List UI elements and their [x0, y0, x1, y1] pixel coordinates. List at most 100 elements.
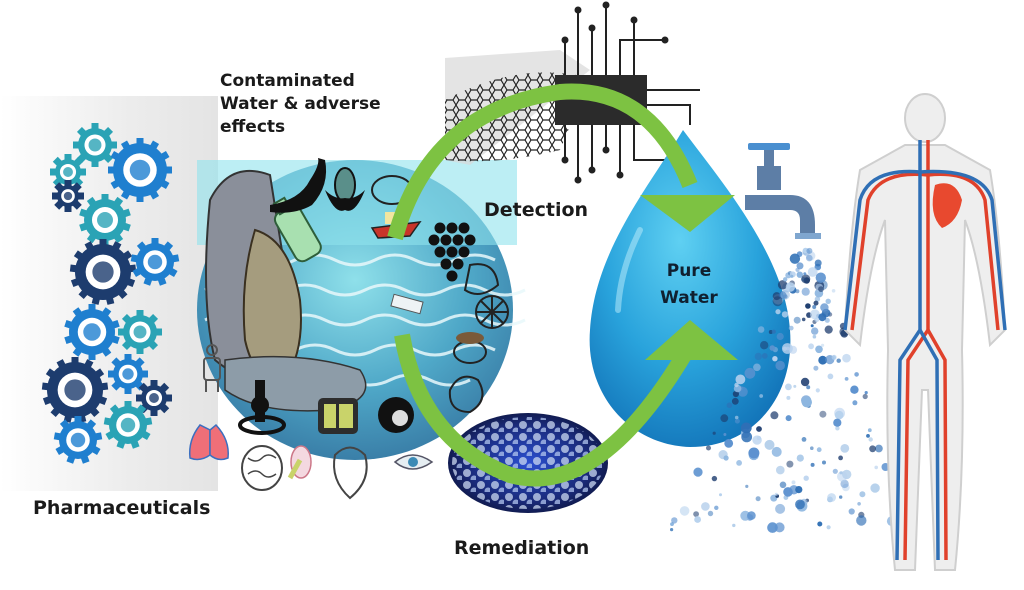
molecule-dot: [831, 289, 836, 293]
molecule-dot: [810, 324, 814, 328]
gear-icon: [41, 357, 109, 423]
molecule-dot: [796, 262, 804, 270]
molecule-dot: [805, 303, 811, 309]
gear-icon: [103, 401, 153, 449]
molecule-dot: [788, 345, 798, 354]
molecule-dot: [822, 460, 826, 465]
molecule-dot: [764, 439, 775, 450]
molecule-dot: [707, 510, 714, 517]
grape-dot: [446, 246, 458, 258]
chart-board-icon: [318, 398, 358, 434]
molecule-dot: [786, 395, 791, 400]
molecule-dot: [806, 254, 813, 262]
brain-icon: [241, 445, 283, 491]
chili-icon: [270, 158, 327, 213]
molecule-dot: [862, 393, 868, 400]
molecule-dot: [771, 446, 782, 457]
molecule-dot: [795, 486, 803, 494]
chip-pin-end: [602, 146, 610, 154]
molecule-dot: [748, 447, 760, 459]
molecule-dot: [821, 343, 825, 347]
molecule-dot: [726, 402, 733, 409]
corn-icon: [325, 167, 365, 211]
molecule-dot: [775, 503, 786, 514]
molecule-dot: [772, 356, 778, 362]
molecule-dot: [875, 444, 883, 453]
gear-icon: [50, 154, 86, 190]
molecule-dot: [807, 267, 818, 277]
molecule-dot: [827, 373, 834, 380]
pure-water-line-1: Pure: [666, 261, 712, 281]
molecule-dot: [732, 523, 736, 528]
molecule-dot: [803, 475, 809, 481]
molecule-dot: [770, 411, 779, 420]
molecule-dot: [781, 311, 789, 318]
molecule-dot: [852, 400, 858, 406]
pure-water-label: Pure Water: [650, 258, 728, 312]
molecule-dot: [809, 309, 820, 320]
molecule-dot: [812, 334, 817, 339]
grapes-icon: [428, 222, 476, 282]
molecule-dot: [771, 329, 776, 334]
molecule-dot: [803, 272, 807, 276]
molecule-dot: [671, 517, 678, 524]
gear-icon: [73, 123, 117, 167]
molecule-dot: [723, 433, 727, 436]
molecule-dot: [808, 343, 814, 350]
molecule-dot: [818, 313, 827, 322]
molecule-dot: [693, 467, 703, 477]
molecule-dot: [812, 305, 817, 309]
chip-pin-end: [561, 156, 569, 164]
molecule-dot: [706, 445, 711, 451]
molecule-dot: [785, 383, 792, 391]
molecule-dot: [775, 360, 785, 371]
molecule-dot: [720, 414, 729, 423]
grape-dot: [452, 234, 464, 246]
grape-dot: [428, 234, 440, 246]
molecule-dot: [789, 253, 801, 264]
cycle-arrows: [387, 83, 738, 487]
molecule-dot: [734, 415, 739, 420]
gear-icon: [108, 354, 148, 394]
molecule-dot: [856, 515, 867, 526]
molecule-dot: [816, 447, 822, 453]
contaminated-line-3: effects: [220, 117, 286, 137]
microscope-icon: [238, 380, 286, 435]
pharmaceuticals-label: Pharmaceuticals: [33, 497, 211, 519]
molecule-dot: [814, 259, 822, 267]
molecule-dot: [814, 317, 820, 323]
molecule-dot: [836, 358, 841, 363]
gear-icon: [118, 310, 162, 354]
gear-icon: [79, 194, 131, 246]
molecule-dot: [840, 444, 850, 453]
molecule-dot: [818, 355, 828, 365]
molecule-dot: [801, 274, 811, 284]
molecule-dot: [801, 397, 812, 408]
molecule-dot: [819, 410, 827, 418]
molecule-dot: [760, 341, 769, 350]
chip-pin-end: [616, 171, 624, 179]
molecule-dot: [810, 462, 815, 467]
molecule-dot: [719, 493, 722, 497]
molecule-dot: [827, 493, 836, 502]
molecule-dot: [785, 282, 796, 292]
grape-dot: [434, 246, 446, 258]
detection-label: Detection: [484, 199, 589, 221]
grape-dot: [440, 258, 452, 270]
arrowhead-down: [640, 195, 735, 232]
chip-pin: [633, 125, 668, 161]
grape-dot: [464, 234, 476, 246]
molecule-dot: [714, 505, 719, 510]
molecule-dot: [693, 511, 699, 517]
molecule-dot: [867, 428, 872, 433]
contaminated-water-scene: [197, 158, 526, 460]
molecule-dot: [831, 354, 837, 360]
chip-pin: [619, 39, 665, 75]
molecule-dot: [736, 460, 742, 466]
camera-lens-icon: [378, 397, 414, 433]
molecule-dot: [712, 431, 716, 435]
molecule-dot: [745, 484, 749, 488]
molecule-dot: [826, 525, 831, 530]
molecule-dot: [795, 289, 800, 294]
molecule-dot: [793, 316, 801, 324]
